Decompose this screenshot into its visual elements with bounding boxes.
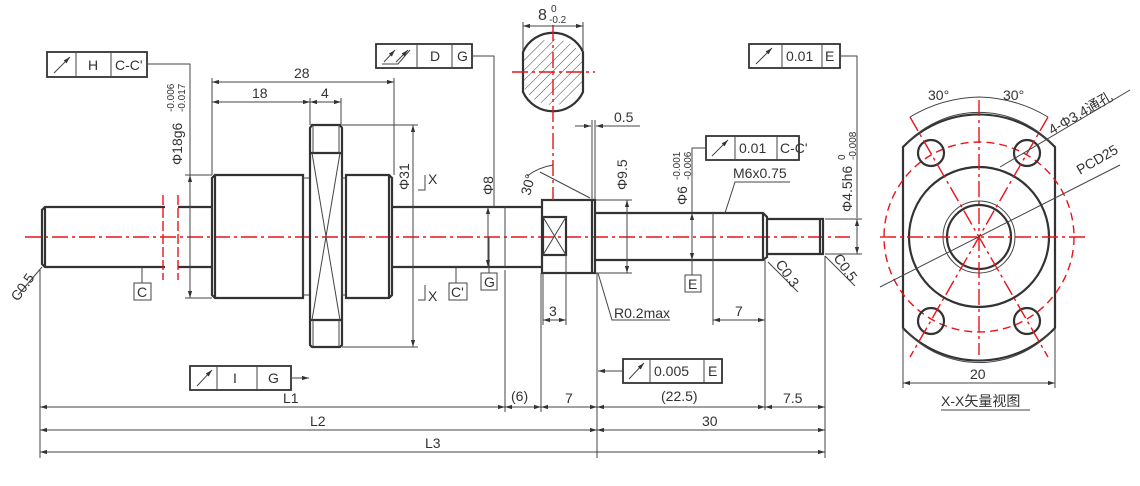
dim-phi31: Φ31 [396, 163, 412, 190]
flat-tol-lower: -0.2 [549, 15, 567, 26]
total-runout-icon [382, 49, 411, 65]
frame-5-value: I [233, 370, 237, 386]
frame-6-datum: E [708, 363, 717, 379]
section-mark-x-top: X [428, 171, 438, 187]
pcd-note: PCD25 [1074, 141, 1121, 178]
dimensions-nut: 28 18 4 Φ31 Φ18g6 -0.006 -0.017 X X [166, 65, 438, 348]
dim-phi9-5: Φ9.5 [614, 159, 630, 190]
dim-22-5: (22.5) [661, 388, 698, 404]
datums-g: G [484, 274, 495, 290]
frame-5-datum: G [268, 370, 279, 386]
circular-runout-icon [53, 56, 71, 74]
circular-runout-icon [628, 362, 645, 380]
dims-phi45_up: 0 [837, 154, 848, 160]
circular-runout-icon [755, 47, 773, 65]
frame-6-value: 0.005 [654, 363, 689, 379]
frame-3-datum: E [825, 48, 834, 64]
dim-L3: L3 [425, 435, 441, 451]
circular-runout-icon [196, 369, 213, 387]
right-shaft [595, 211, 825, 262]
nut-body [210, 123, 394, 349]
frame-4-datum: C-C' [780, 140, 808, 156]
frame-1-value: H [88, 57, 98, 73]
chamfer-c0-5-left: C0.5 [7, 270, 37, 304]
dim-3: 3 [549, 303, 557, 319]
dim-4: 4 [321, 85, 329, 101]
frame-4-value: 0.01 [739, 140, 766, 156]
dim-phi18: Φ18g6 [169, 122, 185, 165]
dim-6: (6) [511, 388, 528, 404]
dim-18: 18 [252, 85, 268, 101]
flat-tol-upper: 0 [551, 4, 557, 15]
dim-7-thread: 7 [735, 303, 743, 319]
dim-phi8: Φ8 [480, 176, 496, 195]
dim-phi4-5: Φ4.5h6 [839, 166, 855, 212]
dims-phi18_up: -0.006 [166, 83, 177, 112]
dim-7-5: 7.5 [783, 390, 803, 406]
flat-dim: 8 [538, 7, 547, 24]
dim-angle-30: 30° [517, 172, 538, 197]
frame-6: 0.005 E [598, 358, 723, 384]
angle-left: 30° [928, 87, 949, 103]
datum-g: G [480, 237, 498, 291]
dim-L1: L1 [283, 390, 299, 406]
dim-phi6: Φ6 [674, 186, 690, 205]
dims-phi6_lo: -0.006 [683, 151, 694, 180]
frame-4: 0.01 C-C' [691, 135, 808, 213]
dim-7: 7 [565, 390, 573, 406]
frame-3: 0.01 E [748, 43, 858, 218]
flat-section-view: 8 0 -0.2 [512, 4, 595, 200]
section-mark-x-bottom: X [428, 288, 438, 304]
frame-1-datum: C-C' [115, 57, 143, 73]
dim-30: 30 [702, 413, 718, 429]
angle-right: 30° [1003, 87, 1024, 103]
circular-runout-icon [711, 139, 729, 157]
datums-c2: C' [451, 284, 464, 300]
frame-3-value: 0.01 [786, 48, 813, 64]
frame-2-value: D [430, 48, 440, 64]
frame-2-datum: G [457, 48, 468, 64]
dim-L2: L2 [310, 413, 326, 429]
length-dimensions: L1 (6) 7 (22.5) 7.5 L2 30 L3 [39, 256, 826, 458]
dims-phi6_up: -0.001 [672, 151, 683, 180]
middle-shaft [392, 198, 597, 275]
frame-1: H C-C' [46, 51, 191, 175]
thread-spec: M6x0.75 [733, 165, 787, 181]
chamfer-c0-5-right: C0.5 [831, 251, 861, 285]
datums-c: C [137, 284, 147, 300]
dim-0-5: 0.5 [614, 109, 634, 125]
datums-e: E [688, 276, 697, 292]
datum-c-prime: C' [448, 267, 468, 301]
datum-c: C [133, 267, 152, 301]
frame-5: I G [189, 365, 309, 391]
chamfer-c0-3: C0.3 [773, 257, 803, 291]
frame-2: D G [375, 43, 495, 207]
hole-note: 4-Φ3.4通孔 [1046, 88, 1116, 137]
view-title: X-X矢量视图 [941, 393, 1020, 409]
datum-e: E [684, 260, 702, 293]
dim-28: 28 [294, 65, 310, 81]
left-shaft [40, 195, 212, 280]
dims-phi45_lo: -0.008 [848, 131, 859, 160]
dims-phi18_lo: -0.017 [177, 83, 188, 112]
radius-note: R0.2max [614, 305, 670, 321]
dim-20: 20 [970, 366, 986, 382]
flange-side-view: 30° 30° 4-Φ3.4通孔 PCD25 20 X-X矢量视图 [879, 87, 1131, 411]
dimensions-shaft: Φ8 Φ9.5 Φ6 -0.001 -0.006 Φ4.5h6 0 -0.008… [7, 109, 862, 410]
